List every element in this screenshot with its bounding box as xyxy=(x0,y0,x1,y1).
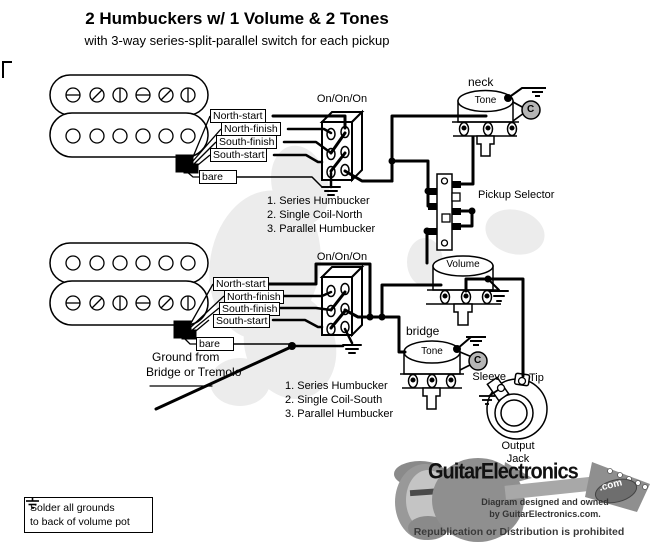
bridge-mode-1: 1. Series Humbucker xyxy=(285,380,388,392)
logo-owned-line2: by GuitarElectronics.com. xyxy=(489,509,601,519)
page-subtitle: with 3-way series-split-parallel switch … xyxy=(84,33,390,48)
bridge-tone-pot xyxy=(400,336,488,410)
bridge-pot-function-label: Tone xyxy=(421,346,443,357)
jack-label-line2: Jack xyxy=(506,453,530,465)
bridge-wire-label-bare: bare xyxy=(196,337,234,351)
bridge-mode-3: 3. Parallel Humbucker xyxy=(285,408,394,420)
neck-switch-label: On/On/On xyxy=(316,93,368,105)
neck-mode-3: 3. Parallel Humbucker xyxy=(267,223,376,235)
guitarelectronics-logo xyxy=(394,458,650,542)
logo-owned-line1: Diagram designed and owned xyxy=(481,497,609,507)
neck-wire-label-bare: bare xyxy=(199,170,237,184)
volume-label: Volume xyxy=(446,259,480,270)
sleeve-ground-icon xyxy=(479,389,499,405)
jack-tip-label: Tip xyxy=(529,372,544,384)
bridge-mode-2: 2. Single Coil-South xyxy=(285,394,383,406)
pickup-selector-switch xyxy=(428,173,461,251)
bridge-switch-modes: 1. Series Humbucker 2. Single Coil-South… xyxy=(285,379,393,421)
bridge-tone-capacitor xyxy=(468,351,488,371)
neck-wire-label-south-finish: South-finish xyxy=(216,135,278,149)
neck-pot-ground-icon xyxy=(507,87,546,99)
jack-sleeve-label: Sleeve xyxy=(472,371,506,383)
logo-brand-text: GuitarElectronics xyxy=(428,459,579,485)
bridge-humbucker xyxy=(49,242,225,345)
background-watermark xyxy=(209,145,545,406)
neck-mode-2: 2. Single Coil-North xyxy=(267,209,363,221)
bridge-coil-switch xyxy=(319,264,365,338)
ground-note-line2: Bridge or Tremolo xyxy=(146,365,242,379)
bridge-wire-label-north-finish: North-finish xyxy=(224,290,284,304)
jack-label-line1: Output xyxy=(501,440,535,452)
corner-mark xyxy=(2,61,12,78)
neck-mode-1: 1. Series Humbucker xyxy=(267,195,370,207)
bridge-pot-ground-icon xyxy=(456,336,486,350)
neck-wire-label-south-start: South-start xyxy=(210,148,268,162)
ground-icon xyxy=(26,498,39,509)
neck-wire-label-north-start: North-start xyxy=(210,109,266,123)
neck-pot-position-label: neck xyxy=(468,75,494,89)
volume-pot xyxy=(426,255,501,326)
logo-prohibit-text: Republication or Distribution is prohibi… xyxy=(413,526,625,538)
neck-switch-modes: 1. Series Humbucker 2. Single Coil-North… xyxy=(267,194,375,236)
bridge-switch-label: On/On/On xyxy=(316,251,368,263)
pickup-selector-label: Pickup Selector xyxy=(478,189,555,201)
neck-tone-capacitor xyxy=(521,100,541,120)
bridge-wire-label-south-start: South-start xyxy=(213,314,271,328)
bridge-wire-label-north-start: North-start xyxy=(213,277,269,291)
neck-switch-ground-icon xyxy=(321,186,341,196)
neck-wire-label-north-finish: North-finish xyxy=(221,122,281,136)
wiring xyxy=(149,114,525,411)
bridge-switch-ground-icon xyxy=(342,344,362,354)
solder-note-line2: to back of volume pot xyxy=(30,516,130,528)
neck-coil-switch xyxy=(319,109,365,183)
neck-humbucker xyxy=(49,74,222,178)
neck-pot-function-label: Tone xyxy=(474,95,497,106)
output-jack xyxy=(479,372,548,440)
neck-cap-label: C xyxy=(527,104,535,115)
page-title: 2 Humbuckers w/ 1 Volume & 2 Tones xyxy=(85,9,389,28)
solder-note: Solder all grounds to back of volume pot xyxy=(24,497,153,533)
ground-note-line1: Ground from xyxy=(152,350,220,364)
bridge-cap-label: C xyxy=(474,355,482,366)
bridge-pot-position-label: bridge xyxy=(406,324,440,338)
solder-note-line1: Solder all grounds xyxy=(30,502,115,514)
volume-ground-icon xyxy=(487,278,509,302)
neck-tone-pot xyxy=(452,87,546,157)
